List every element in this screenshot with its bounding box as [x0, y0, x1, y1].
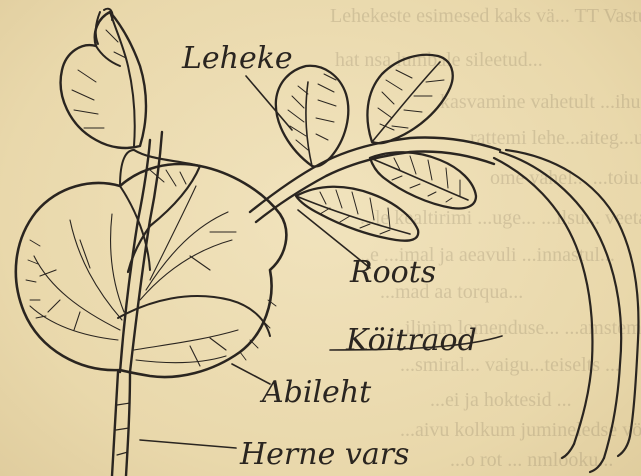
label-tendril-stalk: Roots [350, 258, 436, 288]
pea-stem [112, 372, 130, 476]
label-pea-stem: Herne vars [240, 440, 409, 470]
label-stipule: Abileht [262, 378, 371, 408]
inner-folded-leaf [120, 132, 200, 372]
leaflet-1 [276, 66, 348, 167]
leaflet-2 [367, 55, 452, 144]
leader-line-stem [140, 440, 236, 448]
label-leaflet: Leheke [182, 44, 293, 74]
leaflet-4 [296, 187, 418, 241]
stipule-leaf [16, 164, 287, 377]
tendrils [494, 150, 638, 472]
label-tendrils: Köitraod [346, 326, 477, 356]
upper-folded-leaf [61, 9, 146, 148]
leader-line-leaflet [246, 76, 292, 130]
